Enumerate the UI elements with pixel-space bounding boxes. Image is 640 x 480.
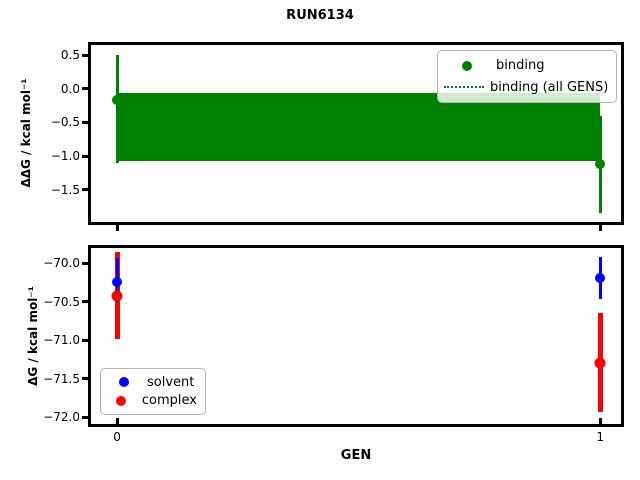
data-point-binding [112,95,123,106]
y-tick-label: −1.5 [50,182,80,197]
legend-item-binding-all-gens: binding (all GENS) [444,77,608,99]
legend-label-solvent: solvent [147,374,195,390]
x-tick [598,418,602,424]
x-tick-label: 1 [596,430,605,444]
binding-marker-icon [462,60,472,71]
y-tick [82,338,88,342]
legend-label-complex: complex [141,393,197,409]
y-tick [82,300,88,304]
data-point-complex [111,290,123,302]
x-tick [115,225,119,231]
y-tick [82,53,88,57]
y-tick [82,188,88,192]
y-tick-label: 0.0 [60,81,80,96]
y-tick-label: −71.5 [43,371,80,386]
legend-item-complex: complex [107,392,197,411]
legend-dg: solvent complex [100,368,206,415]
y-tick-label: 0.5 [60,48,80,63]
x-tick [598,225,602,231]
legend-label-binding: binding [496,58,545,74]
solvent-marker-icon [119,377,129,388]
y-tick-label: −71.0 [43,333,80,348]
legend-binding: binding binding (all GENS) [437,50,617,103]
y-tick-label: −0.5 [50,115,80,130]
x-tick [115,418,119,424]
y-tick-label: −1.0 [50,149,80,164]
legend-item-binding: binding [444,55,608,77]
y-tick-label: −72.0 [43,410,80,425]
figure-title: RUN6134 [286,8,354,23]
uncertainty-band-all-gens [117,93,601,161]
data-point-binding [595,159,606,170]
x-axis-label-gen: GEN [340,448,372,463]
data-point-solvent [112,276,123,287]
y-tick [82,87,88,91]
y-tick [82,261,88,265]
x-tick-label: 0 [113,430,121,444]
legend-label-binding-all-gens: binding (all GENS) [490,79,609,95]
data-point-solvent [595,272,606,283]
y-tick [82,415,88,419]
y-tick-label: −70.0 [43,256,80,271]
axes-binding-plot [88,42,624,225]
data-point-complex [594,357,606,368]
axes-dg-plot [88,245,624,427]
y-tick [82,154,88,158]
legend-item-solvent: solvent [107,373,197,392]
binding-all-gens-line-icon [444,86,484,89]
y-tick [82,377,88,381]
y-tick [82,120,88,124]
y-tick-label: −70.5 [43,294,80,309]
complex-marker-icon [116,395,127,406]
